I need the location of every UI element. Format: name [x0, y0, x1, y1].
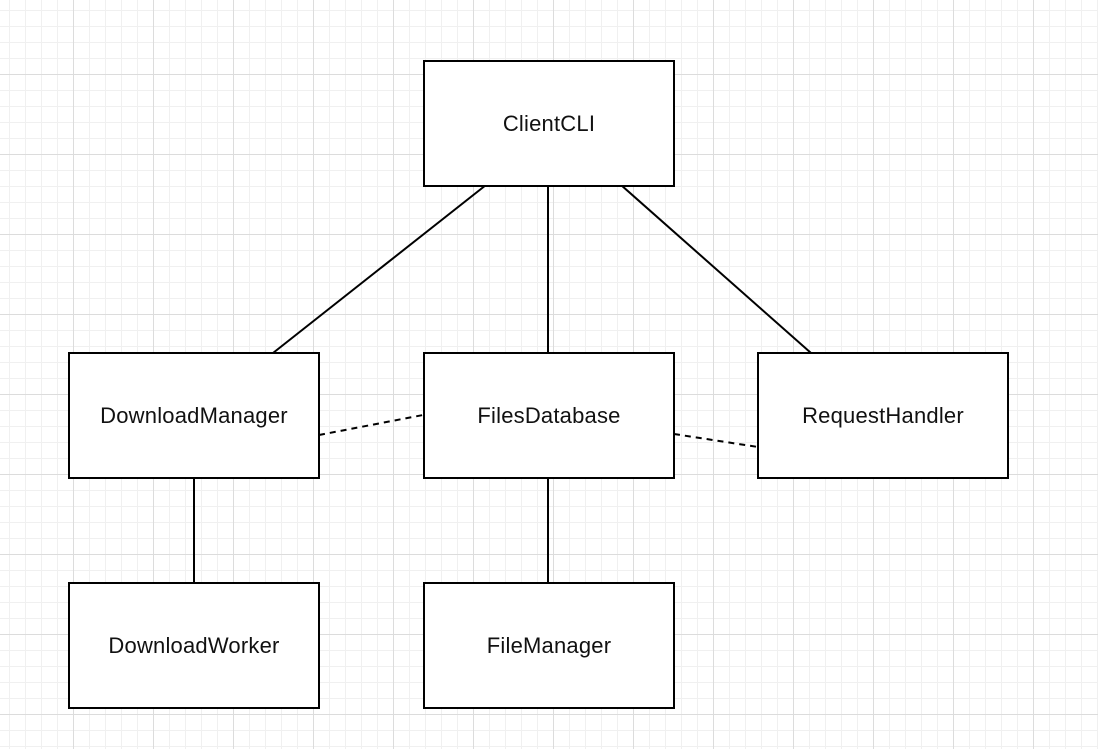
node-filesdatabase[interactable]: FilesDatabase	[423, 352, 675, 479]
node-label: RequestHandler	[802, 402, 964, 428]
node-label: DownloadWorker	[108, 632, 280, 658]
edge-clientcli-downloadmanager	[272, 184, 487, 354]
node-downloadmanager[interactable]: DownloadManager	[68, 352, 320, 479]
edge-filesdatabase-requesthandler	[673, 433, 759, 448]
edge-clientcli-requesthandler	[620, 184, 812, 354]
node-filemanager[interactable]: FileManager	[423, 582, 675, 709]
node-clientcli[interactable]: ClientCLI	[423, 60, 675, 187]
node-label: DownloadManager	[100, 402, 288, 428]
node-label: FilesDatabase	[477, 402, 621, 428]
edge-downloadmanager-filesdatabase	[318, 414, 424, 436]
node-label: ClientCLI	[502, 110, 596, 136]
node-label: FileManager	[486, 632, 612, 658]
node-requesthandler[interactable]: RequestHandler	[757, 352, 1009, 479]
node-downloadworker[interactable]: DownloadWorker	[68, 582, 320, 709]
